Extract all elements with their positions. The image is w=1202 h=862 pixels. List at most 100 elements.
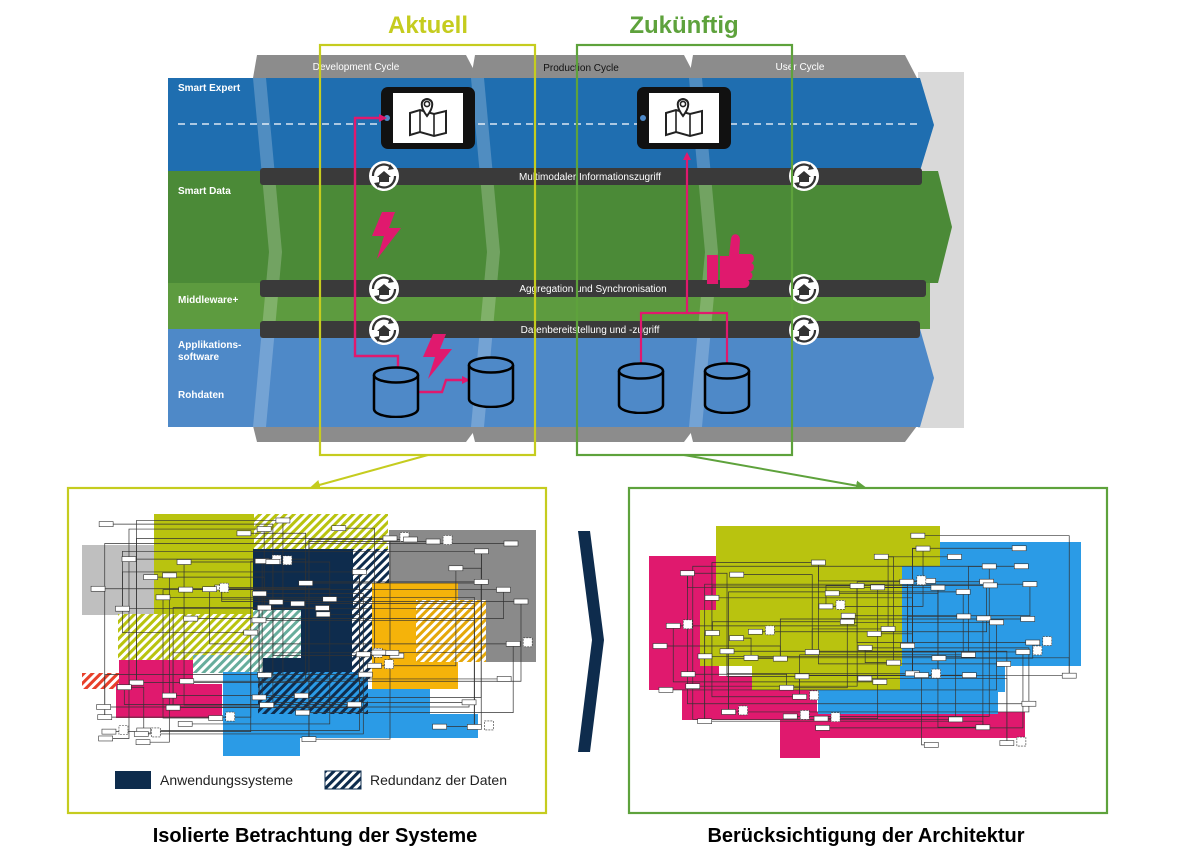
- current-data-path: [353, 114, 400, 370]
- network-node: [900, 642, 915, 649]
- network-node: [931, 655, 947, 661]
- network-node: [857, 675, 873, 682]
- database-icon: [372, 366, 420, 418]
- network-node: [962, 672, 977, 678]
- network-node: [183, 615, 199, 622]
- network-node: [367, 662, 382, 669]
- network-link: [323, 571, 360, 615]
- network-cluster-node: [384, 659, 394, 670]
- network-node: [665, 623, 681, 629]
- network-node: [870, 584, 885, 591]
- network-node: [813, 715, 829, 722]
- network-node: [743, 655, 759, 661]
- network-cluster-node: [765, 625, 775, 636]
- network-link: [123, 687, 355, 705]
- network-node: [315, 611, 331, 618]
- network-link: [209, 589, 514, 645]
- network-node: [976, 615, 992, 622]
- network-node: [129, 679, 144, 686]
- layer-diagram: Development Cycle Production Cycle User …: [168, 43, 964, 457]
- network-link: [104, 543, 511, 718]
- network-link: [190, 589, 504, 619]
- sync-home-icon: [788, 273, 820, 305]
- network-node: [839, 618, 855, 625]
- network-node: [996, 661, 1012, 667]
- tablet-map-icon: [636, 86, 732, 150]
- cycle-band-production: [471, 55, 696, 78]
- caption-isolated: Isolierte Betrachtung der Systeme: [153, 825, 478, 847]
- network-node: [1025, 639, 1041, 646]
- network-node: [236, 530, 252, 537]
- network-node: [779, 684, 794, 691]
- network-node: [782, 713, 798, 720]
- network-node: [294, 692, 309, 699]
- network-node: [899, 578, 915, 585]
- network-node: [301, 736, 317, 742]
- network-cluster-node: [1042, 636, 1053, 646]
- network-node: [352, 569, 367, 575]
- layer-label-middleware: Middleware+: [178, 295, 238, 306]
- network-node: [503, 540, 519, 547]
- network-node: [961, 651, 976, 658]
- network-node: [177, 721, 193, 727]
- network-cluster-node: [522, 637, 533, 648]
- network-node: [358, 671, 373, 678]
- left-network-nodes: [90, 517, 533, 745]
- network-node: [866, 630, 882, 637]
- network-node: [275, 517, 291, 524]
- title-future: Zukünftig: [629, 12, 738, 39]
- cycle-band-user: [689, 55, 917, 78]
- network-node: [982, 582, 998, 589]
- network-node: [1020, 616, 1036, 622]
- network-node: [818, 603, 834, 610]
- network-node: [356, 651, 371, 658]
- legend-label-systems: Anwendungssysteme: [160, 772, 293, 788]
- layer-label-smart-expert: Smart Expert: [178, 83, 241, 94]
- thumbs-up-icon: [707, 234, 754, 288]
- network-node: [513, 598, 529, 605]
- cycle-label-user: User Cycle: [776, 62, 825, 73]
- network-node: [849, 583, 865, 589]
- sync-home-icon: [368, 160, 400, 192]
- sync-home-icon: [368, 273, 400, 305]
- network-node: [121, 556, 137, 562]
- network-link: [864, 647, 894, 663]
- network-link: [173, 571, 360, 709]
- network-node: [384, 650, 400, 656]
- network-node: [910, 532, 926, 539]
- network-link: [172, 652, 392, 708]
- network-link: [143, 695, 170, 743]
- cycle-band-development: [253, 55, 478, 78]
- network-node: [840, 612, 856, 619]
- network-link: [185, 599, 331, 725]
- network-node: [505, 641, 521, 647]
- redundancy-arrow: [419, 376, 470, 394]
- sync-home-icon: [788, 160, 820, 192]
- network-node: [257, 604, 272, 611]
- network-link: [660, 645, 781, 659]
- integrated-systems-map: [649, 526, 1081, 758]
- network-link: [811, 628, 889, 653]
- network-node: [981, 563, 997, 570]
- network-node: [403, 536, 418, 543]
- network-node: [697, 653, 713, 660]
- network-link: [822, 651, 1024, 729]
- right-network-nodes: [652, 532, 1077, 748]
- network-node: [658, 687, 674, 693]
- bar-label-aggregation: Aggregation und Synchronisation: [519, 284, 666, 295]
- network-cluster-node: [118, 725, 129, 735]
- network-link: [786, 621, 848, 689]
- network-node: [948, 716, 963, 723]
- network-link: [338, 527, 375, 666]
- layer-band-smart-data: [168, 171, 938, 283]
- network-node: [315, 605, 330, 611]
- network-node: [432, 723, 447, 730]
- network-cluster-node: [931, 668, 941, 679]
- network-link: [864, 678, 1008, 744]
- network-link: [308, 539, 411, 740]
- network-node: [135, 739, 151, 745]
- network-node: [680, 671, 696, 678]
- network-link: [122, 571, 360, 609]
- network-node: [473, 579, 489, 585]
